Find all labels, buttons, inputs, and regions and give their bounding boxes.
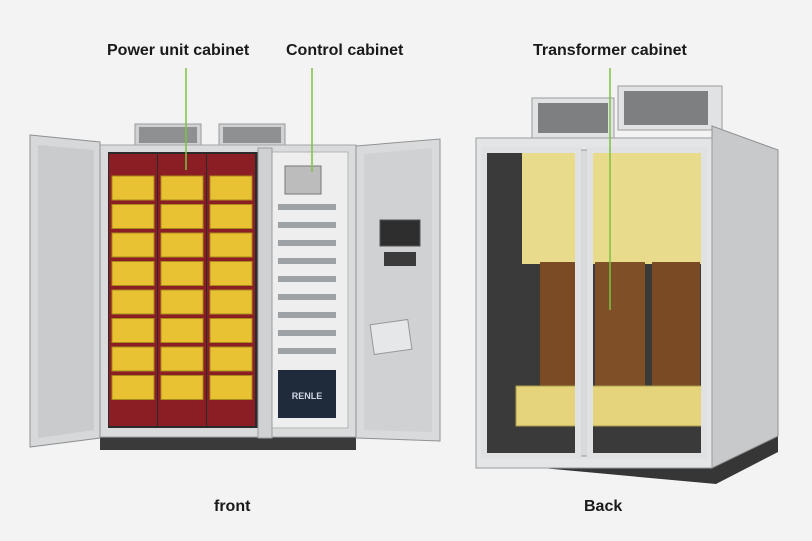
control-rail — [278, 240, 336, 246]
door-meter — [384, 252, 416, 266]
power-module — [209, 232, 253, 258]
power-module — [160, 289, 204, 315]
power-module — [111, 175, 155, 201]
power-module — [111, 375, 155, 400]
transformer-bottom-yoke — [515, 385, 703, 427]
control-plc-module — [284, 165, 322, 195]
power-module — [160, 261, 204, 286]
control-cabinet-label: Control cabinet — [286, 42, 404, 59]
transformer-cabinet-label: Transformer cabinet — [533, 42, 687, 59]
power-module — [111, 289, 155, 315]
back-top-fans — [531, 85, 723, 139]
power-module — [209, 204, 253, 229]
front-right-door-inner — [364, 148, 432, 432]
transformer-coil-3 — [652, 262, 700, 390]
power-module — [160, 232, 204, 258]
door-handle-plate — [369, 318, 413, 356]
control-rail — [278, 204, 336, 210]
back-left-glass-frame — [481, 147, 581, 459]
transformer-coil-2 — [595, 262, 645, 390]
brand-logo: RENLE — [292, 391, 323, 401]
transformer-top-panel — [522, 150, 704, 264]
power-module — [111, 232, 155, 258]
front-base — [100, 436, 356, 450]
control-rail — [278, 276, 336, 282]
power-module — [111, 346, 155, 372]
back-right-glass-frame — [587, 147, 707, 459]
power-module — [209, 346, 253, 372]
power-module — [160, 375, 204, 400]
control-rail — [278, 294, 336, 300]
power-module — [111, 261, 155, 286]
control-din-rails — [278, 204, 336, 354]
control-psu — [278, 370, 336, 418]
control-rail — [278, 312, 336, 318]
power-module — [209, 289, 253, 315]
power-module-grid — [109, 154, 255, 426]
power-unit-cabinet-label: Power unit cabinet — [107, 42, 250, 59]
front-top-fans — [134, 123, 286, 147]
control-rail — [278, 258, 336, 264]
power-module — [160, 175, 204, 201]
control-rail — [278, 330, 336, 336]
control-rail — [278, 348, 336, 354]
power-module — [209, 375, 253, 400]
power-module — [160, 204, 204, 229]
power-module — [209, 261, 253, 286]
front-left-door-inner — [38, 145, 94, 438]
power-module — [209, 175, 253, 201]
door-display-panel — [379, 219, 421, 247]
power-module — [209, 318, 253, 343]
control-rail — [278, 222, 336, 228]
power-module — [160, 318, 204, 343]
power-module — [111, 204, 155, 229]
power-module — [160, 346, 204, 372]
front-caption: front — [214, 498, 251, 515]
back-caption: Back — [584, 498, 623, 515]
back-side-panel — [711, 125, 779, 469]
power-module — [111, 318, 155, 343]
front-center-door — [257, 147, 273, 439]
